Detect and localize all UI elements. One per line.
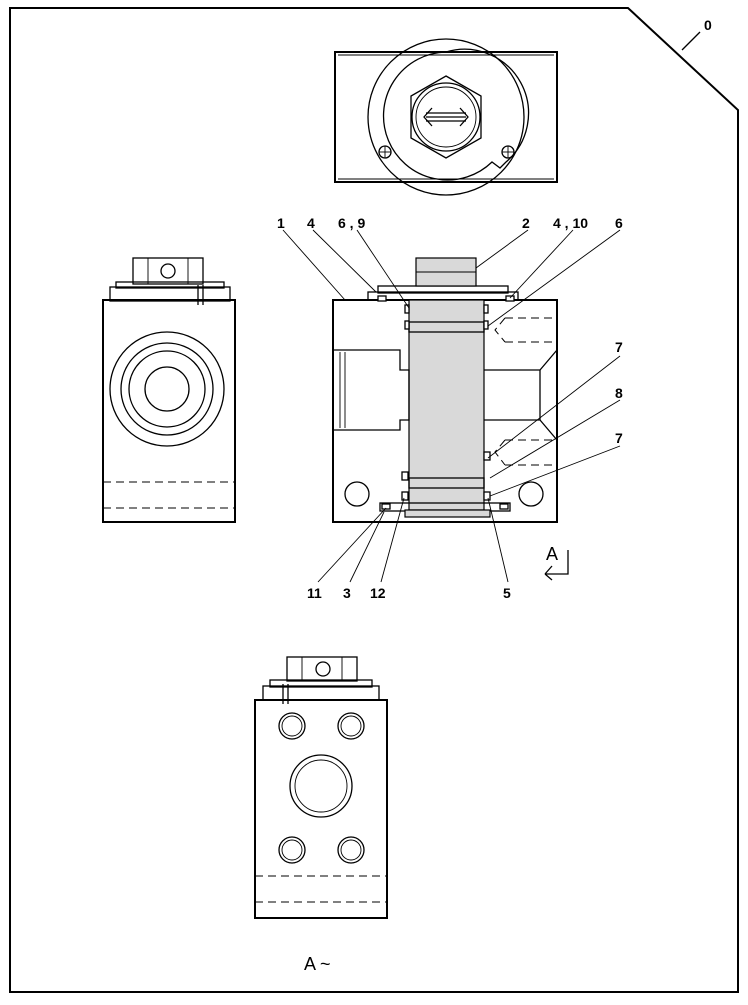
callout-1: 1	[277, 215, 285, 231]
section-marker: A	[546, 544, 558, 564]
sheet-border	[9, 7, 739, 993]
sheet-label: 0	[704, 17, 712, 33]
callout-6-9: 6 , 9	[338, 215, 365, 231]
callout-11: 11	[307, 585, 322, 601]
callout-7b: 7	[615, 430, 623, 446]
leader-lines	[282, 229, 621, 583]
left-side-view	[102, 257, 236, 523]
double-arrow-icon	[423, 107, 469, 127]
callout-2: 2	[522, 215, 530, 231]
callout-6b: 6	[615, 215, 623, 231]
callout-7a: 7	[615, 339, 623, 355]
callout-4-10: 4 , 10	[553, 215, 588, 231]
bottom-view-a	[254, 656, 388, 919]
top-view	[334, 38, 558, 196]
callout-12: 12	[370, 585, 386, 601]
screw-icon	[378, 145, 392, 159]
callout-8: 8	[615, 385, 623, 401]
callout-3: 3	[343, 585, 351, 601]
callout-4: 4	[307, 215, 315, 231]
screw-icon	[501, 145, 515, 159]
view-label: A ~	[304, 954, 331, 974]
callout-5: 5	[503, 585, 511, 601]
section-view	[332, 257, 569, 581]
